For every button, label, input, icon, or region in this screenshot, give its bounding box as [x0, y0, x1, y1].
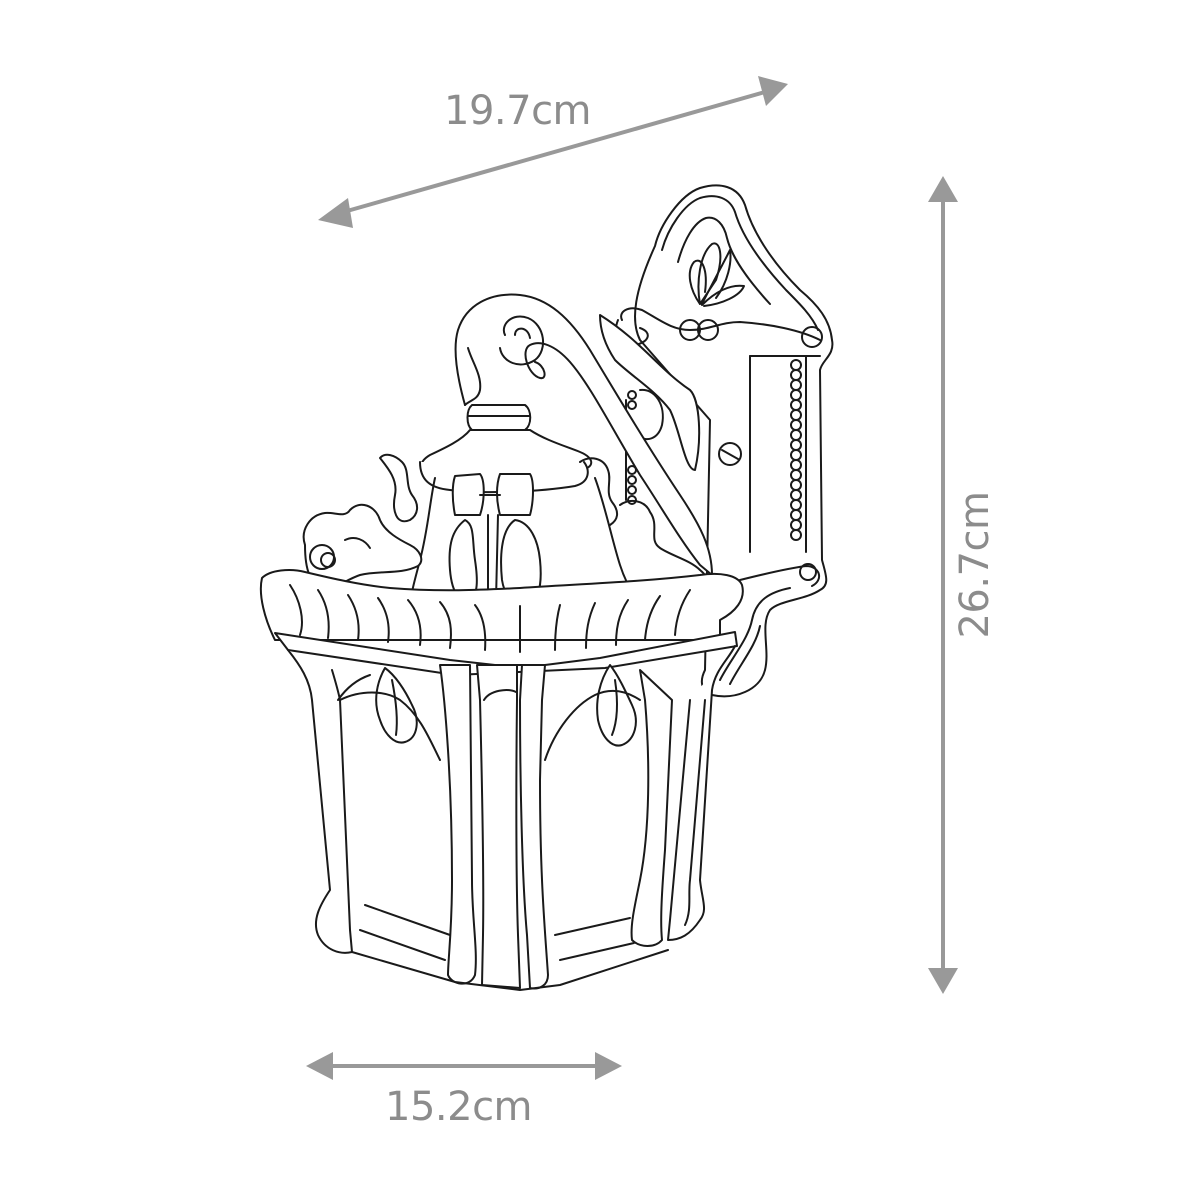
depth-dimension-arrow [318, 76, 788, 228]
width-dimension-arrow [306, 1052, 622, 1080]
leaf-ornament-left [375, 667, 418, 744]
wall-backplate [615, 184, 834, 698]
screw-icon [718, 442, 742, 466]
lantern-body [274, 631, 738, 991]
width-dimension-label: 15.2cm [385, 1084, 533, 1130]
bead-column [790, 359, 802, 541]
lantern-cap [379, 404, 710, 616]
depth-dimension-label: 19.7cm [444, 88, 592, 134]
height-dimension-label: 26.7cm [952, 491, 998, 639]
left-scroll-ornament [302, 503, 423, 590]
lantern-collar [259, 569, 744, 653]
lantern-arm [454, 293, 713, 576]
height-dimension-arrow [928, 176, 958, 994]
leaf-ornament-right [596, 664, 637, 747]
